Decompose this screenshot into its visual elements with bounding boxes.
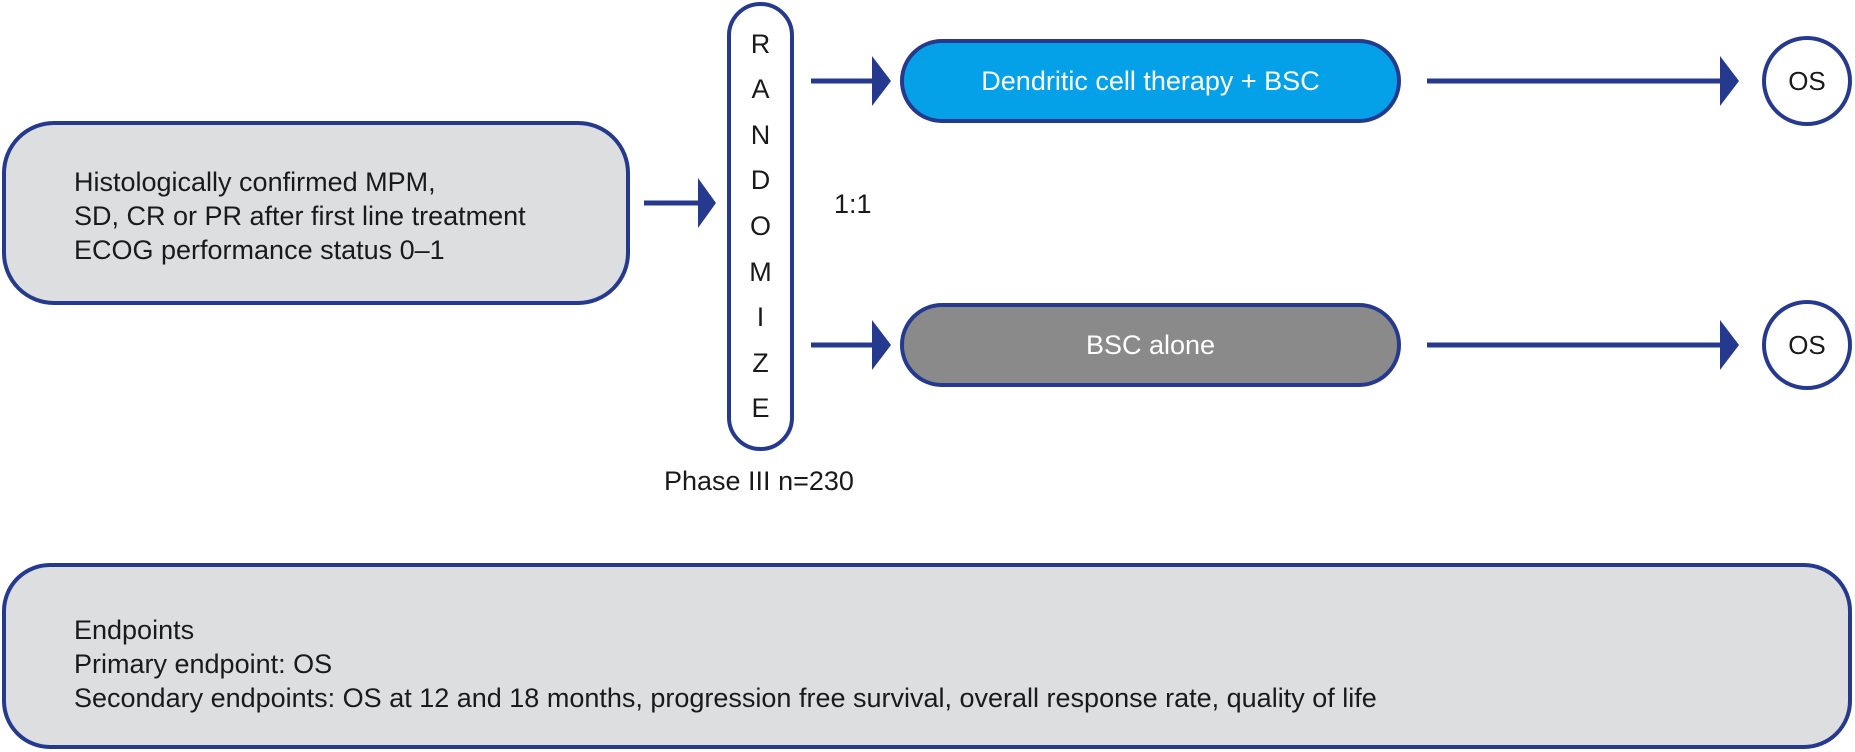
outcome-os-dendritic: OS bbox=[1762, 36, 1852, 126]
arm-label: Dendritic cell therapy + BSC bbox=[981, 65, 1320, 96]
randomize-letter: E bbox=[751, 393, 770, 424]
randomize-letter: M bbox=[749, 256, 772, 287]
outcome-label: OS bbox=[1788, 329, 1826, 360]
randomize-letter: A bbox=[751, 74, 770, 105]
randomize-letter: N bbox=[750, 119, 771, 150]
arrow-dendritic-arm-to-os bbox=[1427, 56, 1739, 106]
randomize-letter: D bbox=[750, 165, 771, 196]
eligibility-box: Histologically confirmed MPM, SD, CR or … bbox=[2, 121, 630, 305]
arrow-bsc-arm-to-os bbox=[1427, 320, 1739, 370]
randomize-letter: Z bbox=[752, 347, 769, 378]
endpoints-box: Endpoints Primary endpoint: OS Secondary… bbox=[2, 563, 1852, 749]
secondary-endpoints: Secondary endpoints: OS at 12 and 18 mon… bbox=[74, 683, 1377, 713]
randomize-letter: R bbox=[750, 28, 771, 59]
arrow-randomize-to-dendritic-arm bbox=[811, 56, 891, 106]
arm-bsc-alone: BSC alone bbox=[900, 303, 1401, 387]
arrow-eligibility-to-randomize bbox=[644, 178, 716, 228]
ratio-label: 1:1 bbox=[834, 189, 872, 219]
phase-label: Phase III n=230 bbox=[664, 466, 854, 496]
arm-label: BSC alone bbox=[1085, 329, 1216, 360]
arrow-randomize-to-bsc-arm bbox=[811, 320, 891, 370]
randomize-box: R A N D O M I Z E bbox=[727, 2, 794, 451]
eligibility-line: ECOG performance status 0–1 bbox=[74, 235, 445, 265]
outcome-os-bsc: OS bbox=[1762, 300, 1852, 390]
randomize-letter: O bbox=[749, 210, 771, 241]
outcome-label: OS bbox=[1788, 65, 1826, 96]
arm-dendritic-cell-therapy: Dendritic cell therapy + BSC bbox=[900, 39, 1401, 123]
endpoints-heading: Endpoints bbox=[74, 615, 195, 645]
randomize-letter: I bbox=[756, 302, 765, 333]
eligibility-line: SD, CR or PR after first line treatment bbox=[74, 201, 526, 231]
primary-endpoint: Primary endpoint: OS bbox=[74, 649, 333, 679]
eligibility-line: Histologically confirmed MPM, bbox=[74, 167, 436, 197]
